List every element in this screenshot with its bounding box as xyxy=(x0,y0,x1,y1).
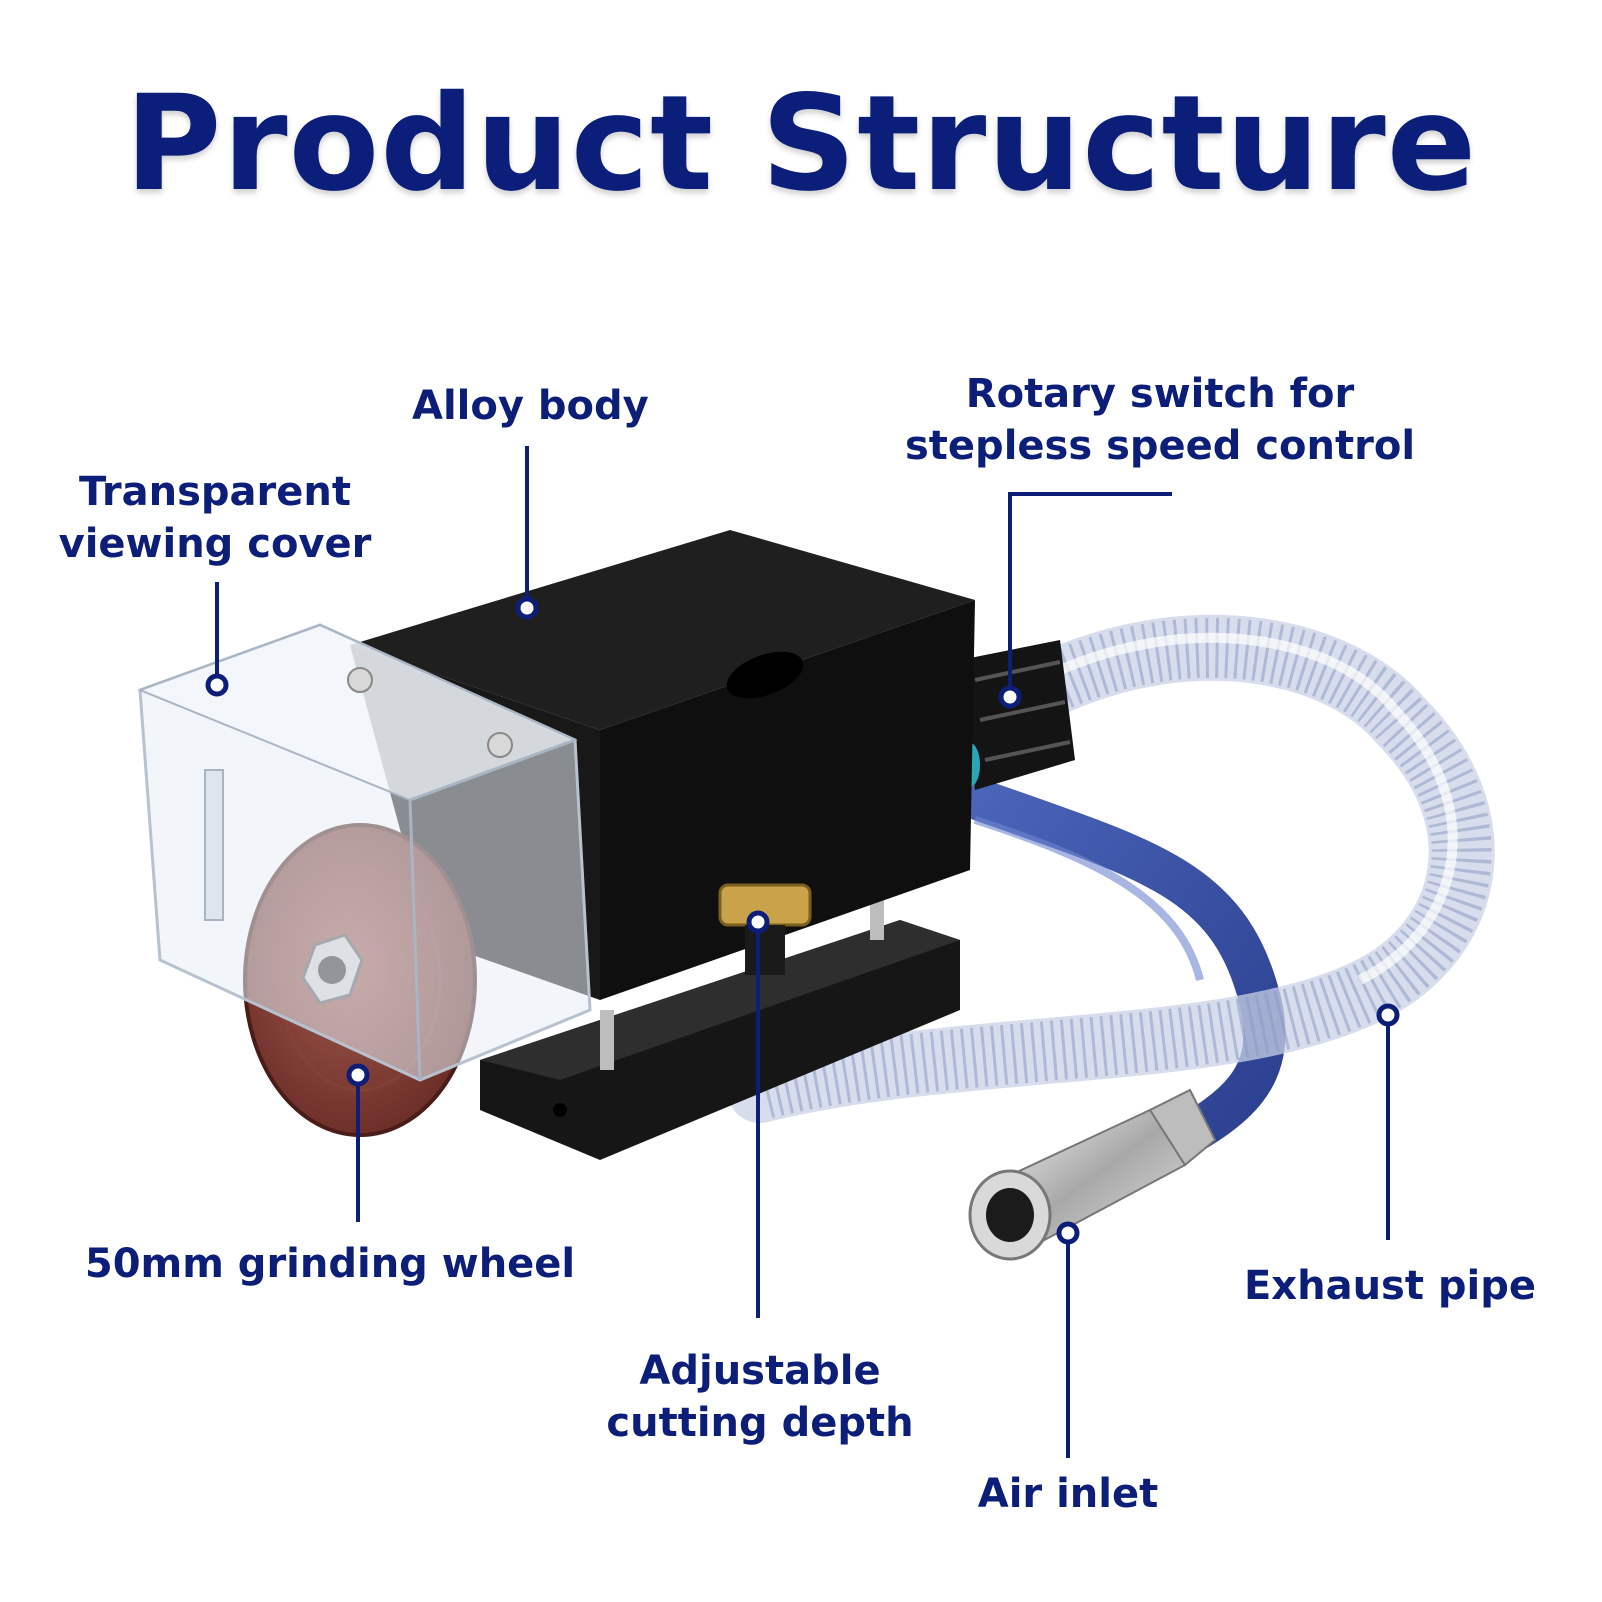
label-line: viewing cover xyxy=(58,521,372,567)
label-line: stepless speed control xyxy=(905,423,1416,469)
dot-cutting-depth xyxy=(746,910,770,934)
label-cutting-depth: Adjustable cutting depth xyxy=(600,1345,920,1449)
label-line: Transparent xyxy=(79,469,351,515)
label-line: cutting depth xyxy=(606,1400,914,1446)
exhaust-pipe xyxy=(727,614,1495,1123)
viewing-cover xyxy=(137,623,592,1082)
rotary-switch xyxy=(960,640,1075,790)
page-title: Product Structure xyxy=(124,67,1478,221)
label-rotary-switch: Rotary switch for stepless speed control xyxy=(905,368,1415,472)
label-exhaust-pipe: Exhaust pipe xyxy=(1240,1260,1540,1312)
label-line: Exhaust pipe xyxy=(1243,1263,1537,1309)
leader-lines xyxy=(215,446,1390,1458)
leader-dots xyxy=(205,596,1400,1245)
leader-rotary-switch xyxy=(1008,492,1172,690)
dot-exhaust-pipe xyxy=(1376,1003,1400,1027)
dot-viewing-cover xyxy=(205,673,229,697)
label-line: Air inlet xyxy=(977,1471,1159,1517)
label-viewing-cover: Transparent viewing cover xyxy=(50,466,380,570)
label-grinding-wheel: 50mm grinding wheel xyxy=(70,1238,590,1290)
label-line: Adjustable xyxy=(639,1348,881,1394)
air-inlet-fitting xyxy=(968,1088,1217,1261)
label-line: 50mm grinding wheel xyxy=(84,1241,576,1287)
label-line: Rotary switch for xyxy=(965,371,1355,417)
label-air-inlet: Air inlet xyxy=(968,1468,1168,1520)
air-hose xyxy=(959,779,1286,1161)
base-rail xyxy=(480,880,960,1160)
dot-alloy-body xyxy=(515,596,539,620)
label-alloy-body: Alloy body xyxy=(412,380,649,432)
dot-grinding-wheel xyxy=(346,1063,370,1087)
label-line: Alloy body xyxy=(412,383,649,429)
dot-air-inlet xyxy=(1056,1221,1080,1245)
depth-knob xyxy=(718,883,812,975)
dot-rotary-switch xyxy=(998,685,1022,709)
